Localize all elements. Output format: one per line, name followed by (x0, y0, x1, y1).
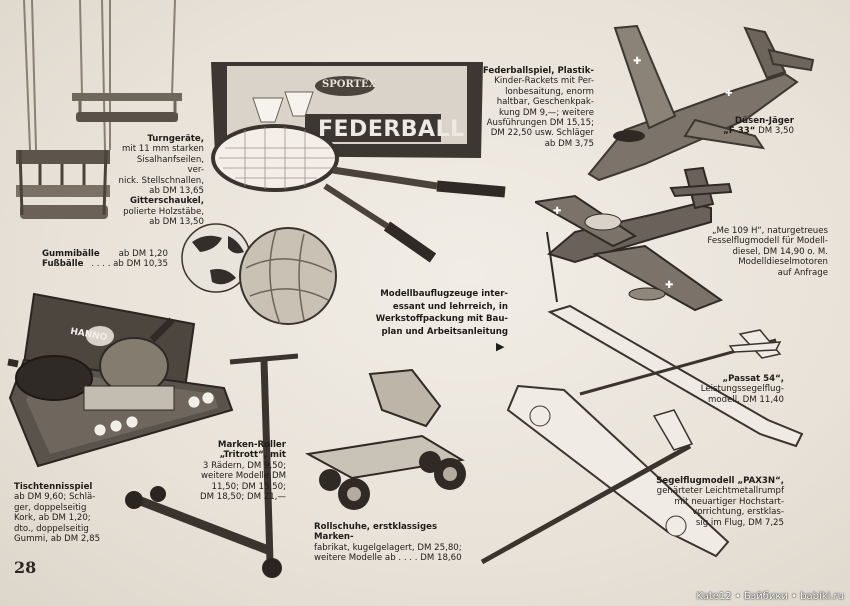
pax3n-text: Segelflugmodell „PAX3N“, gehärteter Leic… (640, 476, 784, 528)
scooter-line-1: Marken-Roller (217, 440, 286, 450)
fussbaelle-label: Fußbälle (42, 259, 84, 270)
skates-line-1: Rollschuhe, erstklassiges Marken- (314, 522, 438, 543)
turn-line-1: mit 11 mm starken (121, 144, 204, 155)
kits-line-4: plan und Arbeitsanleitung (381, 326, 508, 337)
federball-line-2: Kinder-Rackets mit Per- (494, 76, 594, 87)
me109-line-3: diesel, DM 14,90 o. M. (732, 246, 828, 257)
gitterschaukel-title: Gitterschaukel, (129, 196, 204, 207)
table-tennis-set-illustration (7, 292, 234, 468)
turn-line-2: Sisalhanfseilen, ver- (136, 154, 204, 176)
jet-title: Düsen-Jäger (734, 116, 794, 126)
scooter-line-3: 3 Rädern, DM 9,50; (202, 460, 286, 471)
turn-line-3: nick. Stellschnallen, (118, 175, 205, 186)
jet-f33-illustration: ✚ ✚ (587, 24, 815, 182)
jet-price: DM 3,50 (758, 126, 794, 137)
me109-line-1: „Me 109 H“, naturgetreues (712, 226, 828, 236)
tt-line-4: Kork, ab DM 1,20; (14, 513, 91, 524)
pax3n-line-1: Segelflugmodell „PAX3N“, (656, 476, 784, 486)
jet-model: „F 33“ (723, 126, 756, 137)
tt-line-2: ab DM 9,60; Schlä- (14, 492, 96, 503)
tt-line-1: Tischtennisspiel (14, 482, 93, 492)
scooter-text: Marken-Roller „Tritrott“, mit 3 Rädern, … (166, 440, 286, 502)
scooter-illustration (125, 353, 298, 578)
passat-glider-illustration (547, 304, 804, 448)
pax3n-glider-illustration (480, 384, 730, 565)
page-number: 28 (14, 558, 37, 577)
turngeraete-text: Turngeräte, mit 11 mm starken Sisalhanfs… (118, 134, 205, 228)
passat-line-3: modell, DM 11,40 (708, 394, 784, 405)
tabletennis-text: Tischtennisspiel ab DM 9,60; Schlä- ger,… (14, 482, 114, 544)
arrow-right-icon: ▶ (496, 340, 505, 353)
passat-text: „Passat 54“, Leistungssegelflug- modell,… (680, 374, 784, 405)
pax3n-line-3: mit neuartiger Hochstart- (674, 496, 784, 507)
federball-line-5: kung DM 9,—; weitere (499, 107, 594, 118)
me109-illustration: ✚ ✚ (535, 166, 733, 312)
scooter-line-4: weitere Modelle DM (201, 471, 286, 482)
skates-text: Rollschuhe, erstklassiges Marken- fabrik… (314, 522, 474, 564)
fussbaelle-price: . . . . ab DM 10,35 (91, 259, 168, 270)
pax3n-line-4: vorrichtung, erstklas- (692, 507, 784, 518)
gummibaelle-label: Gummibälle (42, 249, 100, 259)
model-kits-text: Modellbauflugzeuge inter- essant und leh… (372, 288, 508, 338)
box-brand: SPORTEX (322, 79, 377, 90)
gitter-line-1: polierte Holzstäbe, (123, 206, 204, 217)
watermark: Kate12 • Бэйбики • babiki.ru (696, 591, 844, 602)
turn-line-4: ab DM 13,65 (149, 186, 204, 197)
federball-line-4: haltbar, Geschenkpak- (496, 97, 594, 108)
federball-line-6: Ausführungen DM 15,15; (486, 118, 594, 129)
federball-text: Federballspiel, Plastik- Kinder-Rackets … (470, 66, 594, 149)
turngeraete-title: Turngeräte, (147, 134, 204, 144)
svg-text:✚: ✚ (665, 280, 673, 291)
me109-line-2: Fesselflugmodell für Modell- (707, 236, 828, 247)
jet-text: Düsen-Jäger „F 33“ DM 3,50 (660, 116, 794, 137)
tt-line-6: Gummi, ab DM 2,85 (14, 534, 101, 545)
tt-line-5: dto., doppelseitig (14, 523, 89, 534)
federball-line-8: ab DM 3,75 (544, 138, 594, 149)
balls-text: Gummibälle ab DM 1,20 Fußbälle . . . . a… (42, 249, 168, 270)
trapeze-swing-illustration (16, 0, 182, 219)
passat-line-1: „Passat 54“, (722, 374, 784, 384)
roller-skates-illustration (304, 368, 466, 510)
pax3n-line-5: sig im Flug, DM 7,25 (695, 517, 784, 528)
passat-line-2: Leistungssegelflug- (700, 384, 784, 395)
federball-line-1: Federballspiel, Plastik- (482, 66, 594, 76)
balls-illustration (181, 223, 337, 325)
kits-line-1: Modellbauflugzeuge inter- (380, 289, 508, 299)
federball-line-3: lonbesaitung, enorm (505, 86, 594, 97)
svg-text:✚: ✚ (725, 89, 733, 99)
kits-line-2: essant und lehrreich, in (392, 301, 508, 312)
scooter-line-5: 11,50; DM 15,50; (211, 481, 287, 492)
skates-line-2: fabrikat, kugelgelagert, DM 25,80; (314, 542, 462, 553)
me109-line-4: Modelldieselmotoren (738, 257, 828, 268)
box-title: FEDERBALL (318, 117, 465, 142)
me109-text: „Me 109 H“, naturgetreues Fesselflugmode… (688, 226, 828, 278)
pax3n-line-2: gehärteter Leichtmetallrumpf (656, 486, 784, 497)
scooter-line-6: DM 18,50; DM 21,— (199, 492, 286, 503)
me109-line-5: auf Anfrage (777, 267, 828, 278)
federball-set-illustration (211, 62, 506, 263)
gummibaelle-price: ab DM 1,20 (118, 249, 168, 259)
svg-text:✚: ✚ (553, 206, 561, 217)
tt-line-3: ger, doppelseitig (14, 502, 87, 513)
gitter-line-2: ab DM 13,50 (149, 217, 204, 228)
federball-line-7: DM 22,50 usw. Schläger (490, 128, 594, 139)
skates-line-3: weitere Modelle ab . . . . DM 18,60 (314, 553, 462, 564)
svg-text:✚: ✚ (633, 56, 641, 67)
kits-line-3: Werkstoffpackung mit Bau- (375, 314, 508, 325)
scooter-line-2: „Tritrott“, mit (219, 450, 286, 461)
